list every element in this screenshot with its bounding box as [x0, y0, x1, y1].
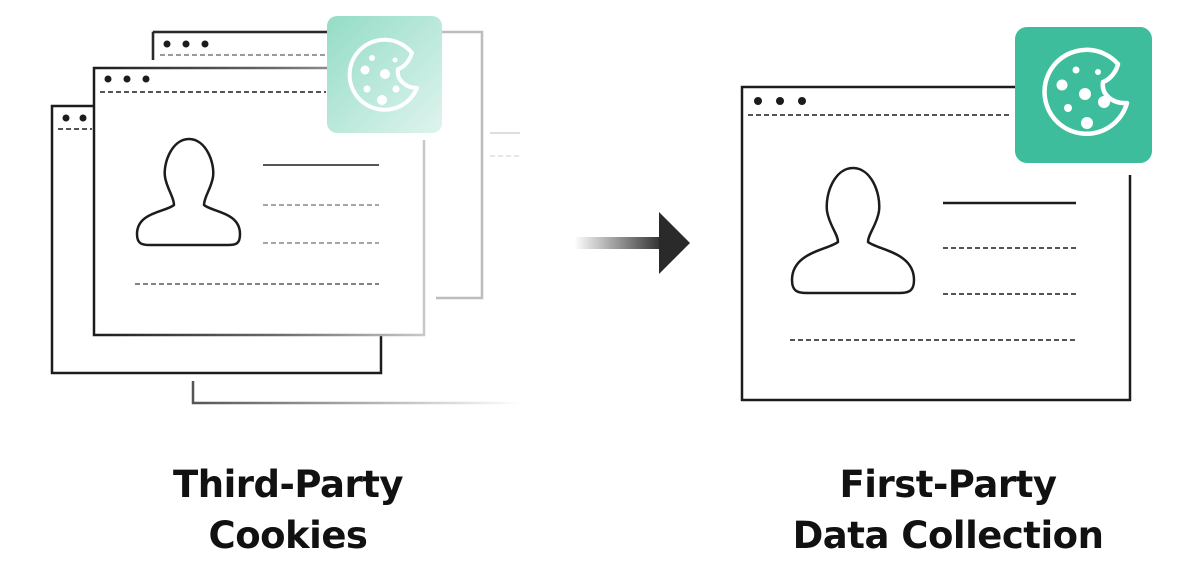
cookie-icon: [1015, 27, 1152, 163]
user-avatar-icon: [790, 166, 916, 295]
transition-arrow: [574, 212, 690, 274]
caption-line: Cookies: [208, 514, 368, 557]
user-avatar-icon: [135, 137, 242, 247]
first-party-data-collection-caption: First-Party Data Collection: [748, 459, 1148, 561]
browser-window-back-left: [50, 104, 520, 405]
browser-window-front: [92, 66, 426, 337]
cookie-icon: [327, 16, 442, 133]
first-party-window: [740, 85, 1132, 402]
caption-line: Third-Party: [173, 463, 404, 506]
caption-line: First-Party: [839, 463, 1057, 506]
third-party-window-stack: [50, 16, 520, 405]
caption-line: Data Collection: [792, 514, 1104, 557]
browser-window-back-top: [151, 30, 520, 300]
third-party-cookies-caption: Third-Party Cookies: [108, 459, 468, 561]
